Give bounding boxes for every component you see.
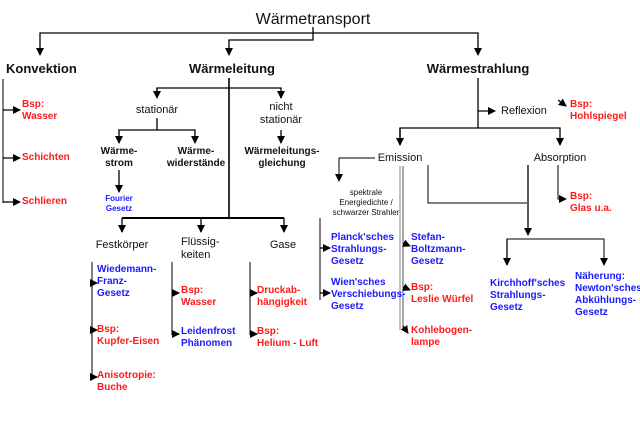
kirchhoff-strahlungsgesetz: Kirchhoff'sches Strahlungs- Gesetz	[490, 278, 566, 313]
anisotropie-buche: Anisotropie: Buche	[97, 370, 156, 393]
title-waermetransport: Wärmetransport	[255, 11, 371, 28]
planck-strahlungsgesetz: Planck'sches Strahlungs- Gesetz	[331, 232, 394, 267]
node-waermeleitungsgleichung: Wärmeleitungs- gleichung	[244, 146, 320, 169]
node-festkoerper: Festkörper	[95, 239, 149, 251]
druckabhaengigkeit: Druckab- hängigkeit	[257, 285, 308, 308]
node-absorption: Absorption	[533, 152, 587, 164]
node-fluessigkeiten: Flüssig- keiten	[181, 236, 220, 261]
example-kupfer-eisen: Bsp: Kupfer-Eisen	[97, 324, 160, 347]
node-gase: Gase	[269, 239, 297, 251]
stefan-boltzmann-gesetz: Stefan- Boltzmann- Gesetz	[411, 232, 466, 267]
node-konvektion: Konvektion	[6, 61, 77, 76]
wien-verschiebungsgesetz: Wien'sches Verschiebungs- Gesetz	[331, 277, 406, 312]
leidenfrost-phaenomen: Leidenfrost Phänomen	[181, 326, 236, 349]
node-waermewiderstaende: Wärme- widerstände	[166, 146, 226, 169]
node-reflexion: Reflexion	[501, 105, 547, 117]
example-helium-luft: Bsp: Helium - Luft	[257, 326, 319, 349]
example-glas: Bsp: Glas u.a.	[570, 191, 612, 214]
node-waermestrom: Wärme- strom	[100, 146, 138, 169]
konvektion-schichten: Schichten	[22, 152, 70, 163]
fourier-gesetz: Fourier Gesetz	[105, 194, 133, 213]
spektrale-energiedichte: spektrale Energiedichte / schwarzer Stra…	[332, 188, 400, 217]
node-emission: Emission	[377, 152, 423, 164]
node-stationaer: stationär	[135, 104, 179, 116]
konvektion-example-wasser: Bsp: Wasser	[22, 99, 58, 122]
newton-abkuehlungsgesetz: Näherung: Newton'sches Abkühlungs- Geset…	[575, 271, 640, 318]
wiedemann-franz-gesetz: Wiedemann- Franz- Gesetz	[97, 264, 157, 299]
example-leslie-wuerfel: Bsp: Leslie Würfel	[411, 282, 474, 305]
line-to-konvektion	[36, 27, 314, 56]
node-waermeleitung: Wärmeleitung	[189, 61, 275, 76]
konvektion-schlieren: Schlieren	[22, 196, 68, 207]
node-nicht-stationaer: nicht stationär	[259, 101, 303, 126]
line-to-waermestrahlung	[313, 32, 482, 56]
line-to-waermeleitung	[225, 33, 314, 56]
example-hohlspiegel: Bsp: Hohlspiegel	[570, 99, 627, 122]
kohlebogenlampe: Kohlebogen- lampe	[411, 325, 473, 348]
node-waermestrahlung: Wärmestrahlung	[426, 61, 530, 76]
fluessigkeiten-example-wasser: Bsp: Wasser	[181, 285, 217, 308]
